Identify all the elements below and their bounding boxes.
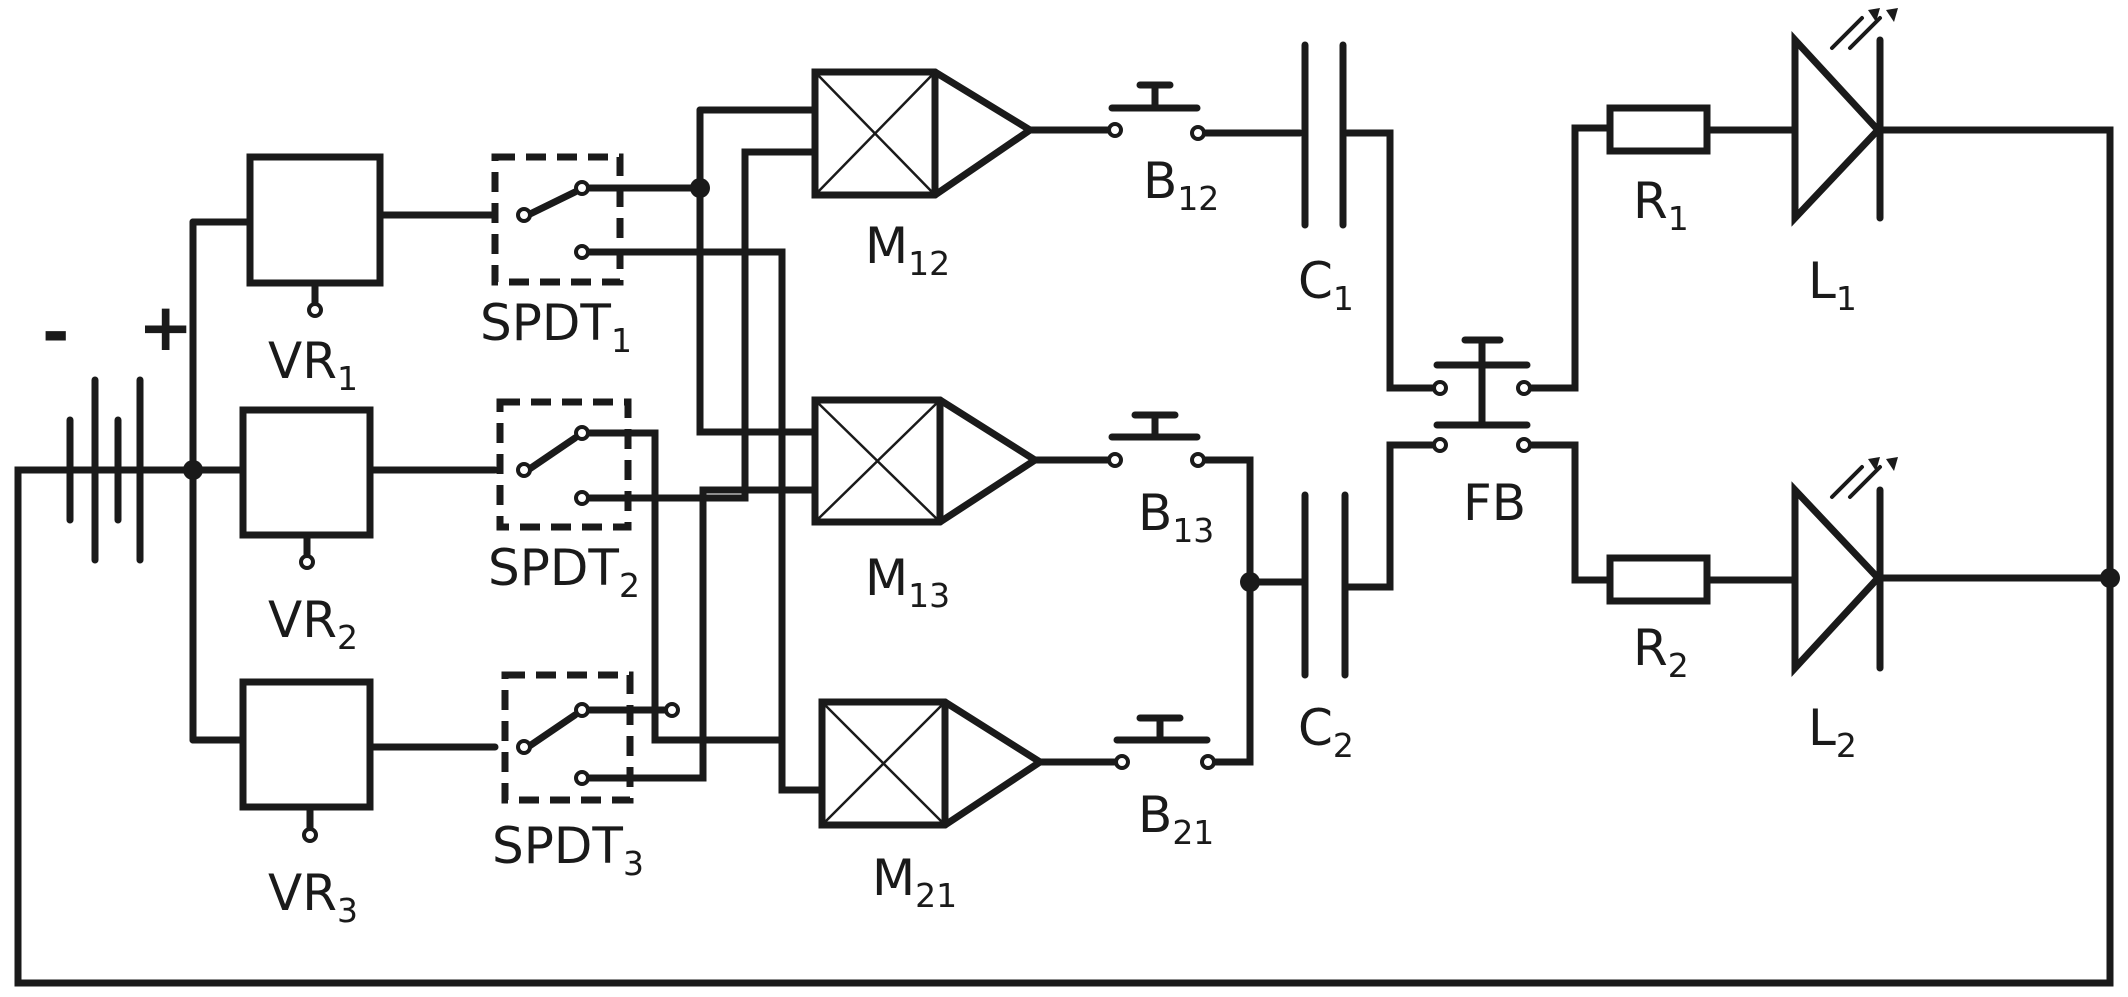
- battery-minus-sign: -: [42, 294, 69, 371]
- m13-label: M: [865, 549, 908, 607]
- voltage-regulator-2: VR2: [239, 406, 374, 657]
- spdt-switch-1: SPDT1: [480, 153, 632, 360]
- vr3-label: VR: [268, 864, 337, 922]
- svg-text:R2: R2: [1633, 619, 1689, 685]
- spdt1-label: SPDT: [480, 294, 611, 352]
- capacitor-c1: C1: [1298, 41, 1354, 318]
- m21-label: M: [872, 849, 915, 907]
- voltage-regulator-1: VR1: [246, 153, 384, 398]
- push-button-b13: B13: [1107, 411, 1214, 550]
- spdt3-subscript: 3: [623, 844, 644, 883]
- svg-text:M12: M12: [865, 217, 950, 283]
- svg-text:B12: B12: [1143, 152, 1219, 218]
- m21-subscript: 21: [915, 876, 957, 915]
- m12-subscript: 12: [908, 244, 950, 283]
- svg-text:C2: C2: [1298, 699, 1354, 765]
- spdt2-subscript: 2: [619, 566, 640, 605]
- battery-plus-sign: +: [138, 289, 193, 366]
- c1-label: C: [1298, 252, 1333, 310]
- b21-subscript: 21: [1172, 813, 1214, 852]
- m13-subscript: 13: [908, 576, 950, 615]
- led-l2: L2: [1791, 457, 1898, 765]
- svg-text:SPDT2: SPDT2: [488, 539, 640, 605]
- push-button-b12: B12: [1107, 81, 1219, 218]
- r1-subscript: 1: [1668, 199, 1689, 238]
- r1-label: R: [1633, 172, 1668, 230]
- c1-subscript: 1: [1333, 279, 1354, 318]
- svg-text:C1: C1: [1298, 252, 1354, 318]
- r2-subscript: 2: [1668, 646, 1689, 685]
- spdt3-label: SPDT: [492, 817, 623, 875]
- m12-label: M: [865, 217, 908, 275]
- r2-label: R: [1633, 619, 1668, 677]
- svg-text:VR1: VR1: [268, 332, 358, 398]
- module-m12: M12: [811, 68, 1037, 283]
- spdt-switch-2: SPDT2: [488, 398, 640, 605]
- svg-text:M13: M13: [865, 549, 950, 615]
- vr2-label: VR: [268, 591, 337, 649]
- svg-text:B21: B21: [1138, 786, 1214, 852]
- led-l1: L1: [1791, 8, 1898, 318]
- module-m13: M13: [811, 396, 1042, 615]
- svg-text:VR3: VR3: [268, 864, 358, 930]
- spdt1-subscript: 1: [611, 321, 632, 360]
- vr2-subscript: 2: [337, 618, 358, 657]
- voltage-regulator-3: VR3: [239, 678, 374, 930]
- fb-label: FB: [1463, 474, 1526, 532]
- b12-subscript: 12: [1177, 179, 1219, 218]
- l2-subscript: 2: [1836, 726, 1857, 765]
- vr1-label: VR: [268, 332, 337, 390]
- vr3-subscript: 3: [337, 891, 358, 930]
- svg-text:L1: L1: [1808, 252, 1857, 318]
- spdt-switch-3: SPDT3: [492, 671, 680, 883]
- c2-label: C: [1298, 699, 1333, 757]
- push-button-b21: B21: [1113, 714, 1216, 852]
- junctions: [183, 178, 2120, 592]
- b21-label: B: [1138, 786, 1172, 844]
- svg-text:VR2: VR2: [268, 591, 358, 657]
- l1-label: L: [1808, 252, 1836, 310]
- wires: [14, 106, 2114, 987]
- module-m21: M21: [818, 698, 1047, 915]
- resistor-r1: R1: [1606, 104, 1711, 238]
- svg-text:SPDT3: SPDT3: [492, 817, 644, 883]
- svg-text:M21: M21: [872, 849, 957, 915]
- capacitor-c2: C2: [1298, 491, 1354, 765]
- feedback-switch-fb: FB: [1432, 336, 1532, 532]
- spdt2-label: SPDT: [488, 539, 619, 597]
- resistor-r2: R2: [1606, 554, 1711, 685]
- b13-label: B: [1138, 484, 1172, 542]
- b12-label: B: [1143, 152, 1177, 210]
- b13-subscript: 13: [1172, 511, 1214, 550]
- battery-symbol: - +: [42, 289, 193, 564]
- svg-text:B13: B13: [1138, 484, 1214, 550]
- svg-text:R1: R1: [1633, 172, 1689, 238]
- c2-subscript: 2: [1333, 726, 1354, 765]
- l1-subscript: 1: [1836, 279, 1857, 318]
- vr1-subscript: 1: [337, 359, 358, 398]
- l2-label: L: [1808, 699, 1836, 757]
- svg-text:L2: L2: [1808, 699, 1857, 765]
- svg-text:SPDT1: SPDT1: [480, 294, 632, 360]
